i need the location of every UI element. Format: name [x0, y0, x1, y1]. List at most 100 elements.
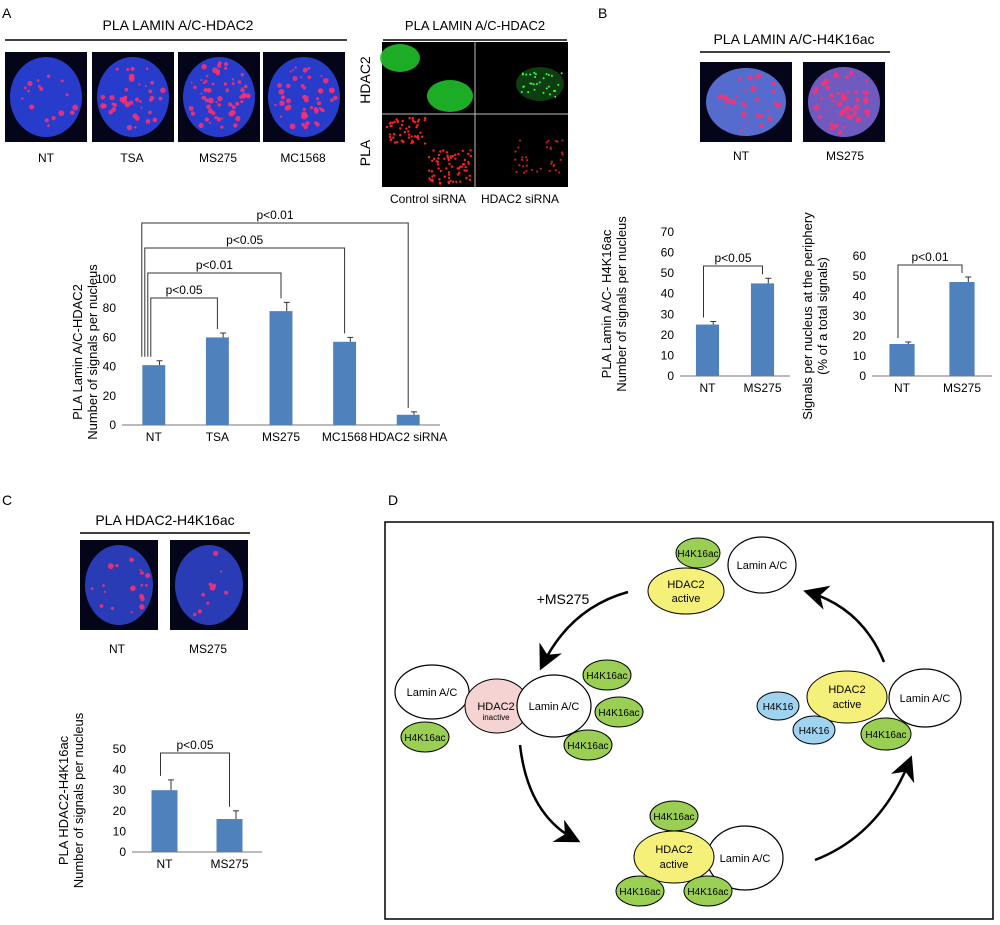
- significance-label: p<0.05: [166, 283, 203, 297]
- hdac2-residual-dot: [547, 85, 550, 88]
- pla-signal-dot: [39, 86, 44, 91]
- pla-signal-dot: [291, 69, 294, 72]
- y-tick-label: 20: [853, 329, 867, 343]
- pla-signal-dot: [399, 127, 402, 130]
- hdac2-active-node: [647, 567, 725, 615]
- y-tick-label: 60: [103, 330, 117, 344]
- micro-label-mc1568: MC1568: [280, 151, 326, 165]
- pla-signal-dot: [393, 141, 397, 144]
- pla-signal-dot: [730, 99, 736, 105]
- pla-signal-dot: [242, 96, 246, 99]
- acetyl-label: H4K16ac: [687, 887, 728, 898]
- y-axis-label: PLA HDAC2-H4K16ac: [56, 735, 71, 865]
- pla-signal-dot: [446, 156, 450, 160]
- hdac2-active-node: [633, 830, 715, 884]
- panel-letter-b: B: [598, 5, 607, 21]
- pla-signal-dot: [401, 140, 405, 144]
- lamin-label-2: Lamin A/C: [529, 701, 580, 713]
- pla-signal-dot: [307, 75, 312, 80]
- pla-signal-dot: [47, 124, 50, 128]
- pla-signal-dot: [292, 75, 298, 81]
- pla-signal-dot: [415, 125, 418, 129]
- pla-signal-dot: [221, 117, 224, 120]
- pla-signal-dot: [112, 102, 118, 108]
- pla-signal-dot: [109, 94, 115, 101]
- pla-signal-dot: [866, 114, 871, 118]
- pla-signal-dot: [432, 174, 436, 177]
- pla-signal-dot: [554, 139, 557, 143]
- hdac2-residual-dot: [525, 73, 528, 76]
- pla-signal-dot: [841, 93, 846, 99]
- pla-signal-dot: [863, 108, 870, 115]
- hdac2-residual-dot: [547, 73, 550, 76]
- pla-signal-dot: [447, 182, 451, 185]
- acetyl-label: H4K16ac: [404, 733, 445, 744]
- pla-signal-dot: [855, 116, 862, 123]
- micrograph-b-ms275: [803, 62, 885, 142]
- panel-letter-c: C: [2, 492, 12, 508]
- pla-signal-dot: [419, 131, 422, 135]
- hdac2-residual-dot: [554, 95, 557, 98]
- significance-label: p<0.01: [911, 250, 948, 264]
- y-axis-label: Number of signals per nucleus: [614, 216, 629, 392]
- x-tick-label: HDAC2 siRNA: [369, 430, 447, 444]
- pla-signal-dot: [443, 175, 447, 178]
- cycle-arrow-top-left: [539, 590, 629, 671]
- pla-signal-dot: [126, 124, 133, 131]
- pla-signal-dot: [447, 171, 451, 174]
- y-tick-label: 0: [667, 369, 674, 383]
- pla-signal-dot: [233, 123, 238, 128]
- treatment-label: +MS275: [537, 591, 590, 607]
- pla-signal-dot: [837, 101, 843, 107]
- pla-signal-dot: [206, 104, 211, 110]
- pla-signal-dot: [737, 78, 741, 81]
- pla-signal-dot: [447, 176, 451, 180]
- pla-signal-dot: [545, 145, 549, 149]
- acetyl-node: [615, 875, 665, 907]
- pla-signal-dot: [145, 67, 149, 71]
- pla-signal-dot: [285, 98, 292, 104]
- complex-right: Lamin A/C HDAC2 active H4K16 H4K16 H4K16…: [756, 668, 962, 751]
- lamin-label: Lamin A/C: [900, 693, 951, 705]
- hdac2-label: HDAC2: [828, 684, 865, 696]
- pla-signal-dot: [772, 89, 776, 94]
- pla-signal-dot: [552, 164, 555, 167]
- hdac2-residual-dot: [520, 91, 523, 94]
- nucleus: [97, 57, 169, 137]
- pla-signal-dot: [126, 67, 130, 71]
- pla-signal-dot: [123, 95, 127, 100]
- pla-signal-dot: [213, 550, 219, 556]
- pla-signal-dot: [305, 120, 310, 126]
- pla-signal-dot: [431, 180, 434, 183]
- pla-signal-dot: [314, 121, 318, 125]
- acetyl-node: [594, 696, 644, 728]
- pla-signal-dot: [307, 66, 311, 70]
- pla-signal-dot: [463, 169, 466, 172]
- hdac2-state: active: [833, 699, 862, 711]
- pla-signal-dot: [451, 155, 455, 158]
- pla-signal-dot: [139, 569, 142, 572]
- y-tick-label: 20: [103, 389, 117, 403]
- pla-signal-dot: [90, 587, 94, 590]
- pla-signal-dot: [286, 83, 291, 89]
- pla-signal-dot: [190, 111, 196, 116]
- pla-signal-dot: [390, 124, 393, 127]
- bar-ms275: [269, 311, 293, 425]
- pla-signal-dot: [432, 149, 435, 152]
- pla-signal-dot: [65, 93, 69, 97]
- pla-signal-dot: [757, 113, 763, 119]
- lamin-node: [727, 536, 797, 594]
- pla-signal-dot: [775, 102, 782, 109]
- pla-signal-dot: [150, 80, 154, 85]
- pla-signal-dot: [522, 165, 525, 168]
- pla-signal-dot: [436, 163, 440, 166]
- micro-label-b-nt: NT: [733, 149, 750, 163]
- pla-signal-dot: [547, 139, 550, 142]
- pla-signal-dot: [549, 146, 552, 149]
- pla-signal-dot: [525, 169, 528, 172]
- x-tick-label: MS275: [743, 381, 781, 395]
- pla-signal-dot: [21, 97, 24, 100]
- pla-signal-dot: [830, 95, 833, 98]
- pla-signal-dot: [240, 100, 244, 104]
- pla-signal-dot: [558, 171, 561, 174]
